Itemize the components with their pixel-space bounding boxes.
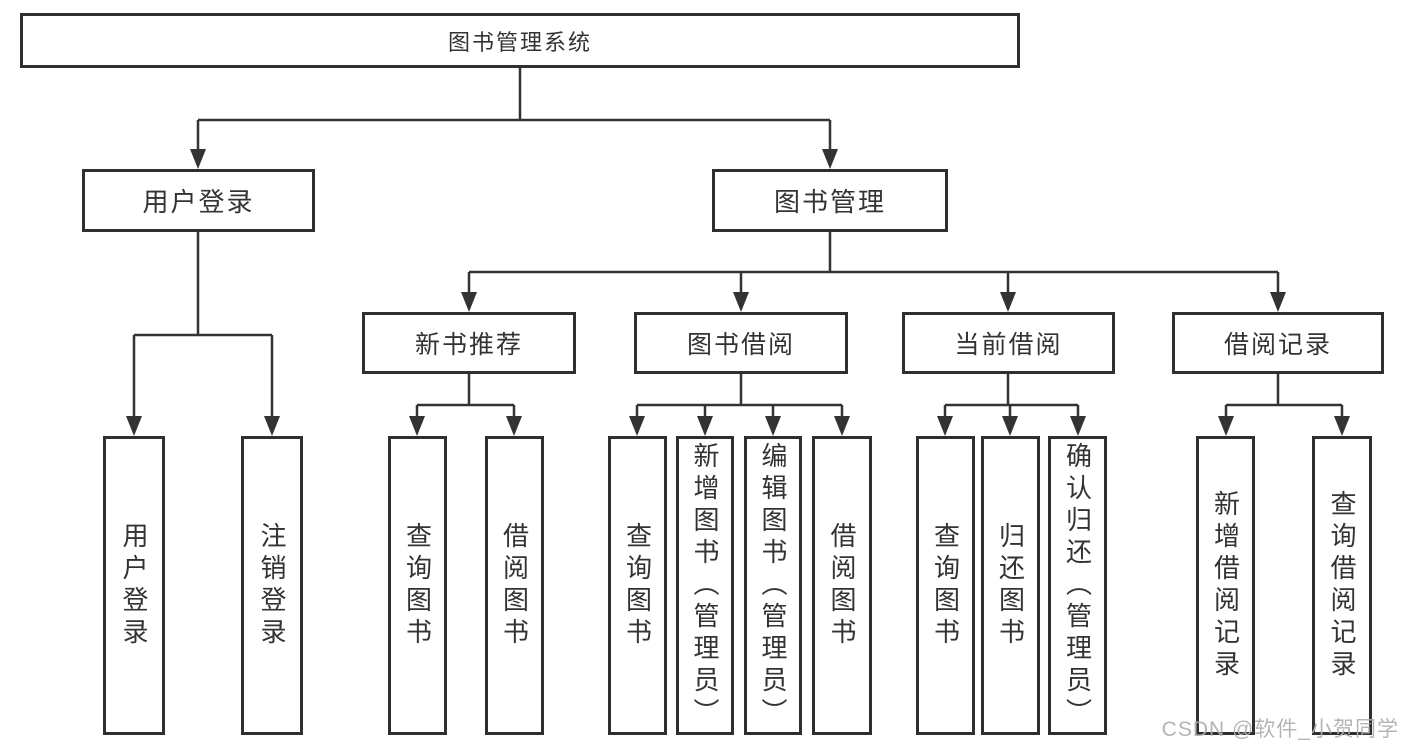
edge-userlogin-to-leaves — [132, 232, 274, 420]
edge-current-to-leaves — [943, 374, 1080, 420]
leaf-label: 查询图书 — [622, 521, 653, 650]
node-label: 图书借阅 — [686, 331, 795, 359]
leaf-add-borrow-record: 新增借阅记录 — [1196, 436, 1255, 735]
node-label: 借阅记录 — [1223, 331, 1332, 359]
leaf-label: 查询图书 — [402, 521, 433, 650]
leaf-query-borrow-record: 查询借阅记录 — [1312, 436, 1372, 735]
edge-bookmgmt-to-level3 — [467, 232, 1280, 295]
node-book-management: 图书管理 — [712, 169, 948, 232]
leaf-label: 新增图书（管理员） — [690, 441, 720, 730]
node-borrow-records: 借阅记录 — [1172, 312, 1384, 374]
leaf-label: 查询图书 — [930, 521, 961, 650]
node-book-borrow: 图书借阅 — [634, 312, 848, 374]
leaf-label: 确认归还（管理员） — [1062, 441, 1093, 730]
leaf-return-book: 归还图书 — [981, 436, 1040, 735]
leaf-add-book-admin: 新增图书（管理员） — [676, 436, 734, 735]
leaf-edit-book-admin: 编辑图书（管理员） — [744, 436, 802, 735]
node-user-login: 用户登录 — [82, 169, 315, 232]
edge-records-to-leaves — [1224, 374, 1344, 420]
csdn-watermark: CSDN @软件_小贺同学 — [1161, 718, 1399, 741]
leaf-label: 归还图书 — [995, 521, 1026, 650]
leaf-confirm-return-admin: 确认归还（管理员） — [1048, 436, 1107, 735]
leaf-label: 借阅图书 — [499, 521, 530, 650]
leaf-query-books-recommend: 查询图书 — [388, 436, 447, 735]
leaf-user-login: 用户登录 — [103, 436, 165, 735]
node-label: 用户登录 — [142, 187, 255, 217]
edge-recommend-to-leaves — [415, 374, 516, 420]
leaf-label: 查询借阅记录 — [1327, 489, 1357, 682]
leaf-borrow-books-borrow: 借阅图书 — [812, 436, 872, 735]
node-label: 图书管理系统 — [447, 29, 592, 55]
node-current-borrow: 当前借阅 — [902, 312, 1115, 374]
leaf-label: 编辑图书（管理员） — [758, 441, 788, 730]
node-label: 当前借阅 — [954, 331, 1063, 359]
edge-root-to-level2 — [196, 67, 832, 152]
leaf-query-books-current: 查询图书 — [916, 436, 975, 735]
node-library-management-system: 图书管理系统 — [20, 13, 1020, 68]
leaf-label: 用户登录 — [119, 521, 149, 650]
leaf-label: 新增借阅记录 — [1210, 489, 1241, 682]
edge-borrow-to-leaves — [635, 374, 844, 420]
node-label: 图书管理 — [773, 187, 886, 217]
leaf-label: 注销登录 — [257, 521, 287, 650]
leaf-logout: 注销登录 — [241, 436, 303, 735]
node-new-book-recommend: 新书推荐 — [362, 312, 576, 374]
node-label: 新书推荐 — [414, 331, 523, 359]
leaf-borrow-books-recommend: 借阅图书 — [485, 436, 544, 735]
leaf-label: 借阅图书 — [827, 521, 857, 650]
leaf-query-books-borrow: 查询图书 — [608, 436, 667, 735]
